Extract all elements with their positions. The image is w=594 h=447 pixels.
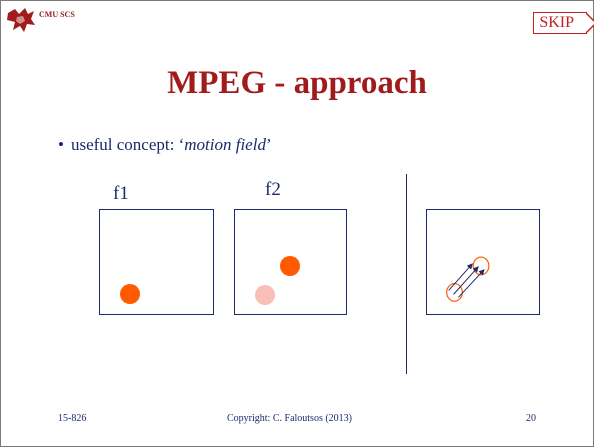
frame1-label: f1 [113,183,129,204]
motion-field-box [426,209,540,315]
close-quote: ’ [265,135,272,154]
open-quote: ‘ [178,135,185,154]
bullet-icon: • [58,135,64,154]
header-label: CMU SCS [39,10,75,19]
frame2-box [234,209,347,315]
motion-arrow-icon [448,263,473,291]
start-circle-icon [446,282,463,302]
motion-arrow-icon [453,266,479,295]
footer-page-number: 20 [526,413,536,424]
motion-arrow-icon [458,269,485,298]
frame1-box [99,209,214,315]
bullet-item: • useful concept: ‘motion field’ [58,135,272,155]
footer-copyright: Copyright: C. Faloutsos (2013) [227,413,353,424]
ball-f2-faded-icon [255,285,275,305]
vertical-divider [406,174,407,374]
bullet-prefix: useful concept: [70,135,179,154]
frame2-label: f2 [265,179,281,200]
end-circle-icon [472,256,490,276]
ball-f2-icon [280,256,300,276]
skip-button[interactable]: SKIP [533,12,594,34]
ball-f1-icon [120,284,140,304]
slide-title: MPEG - approach [167,65,427,101]
bullet-emphasis: motion field [184,135,266,154]
footer-course: 15-826 [58,413,87,424]
dragon-logo-icon [7,8,35,32]
